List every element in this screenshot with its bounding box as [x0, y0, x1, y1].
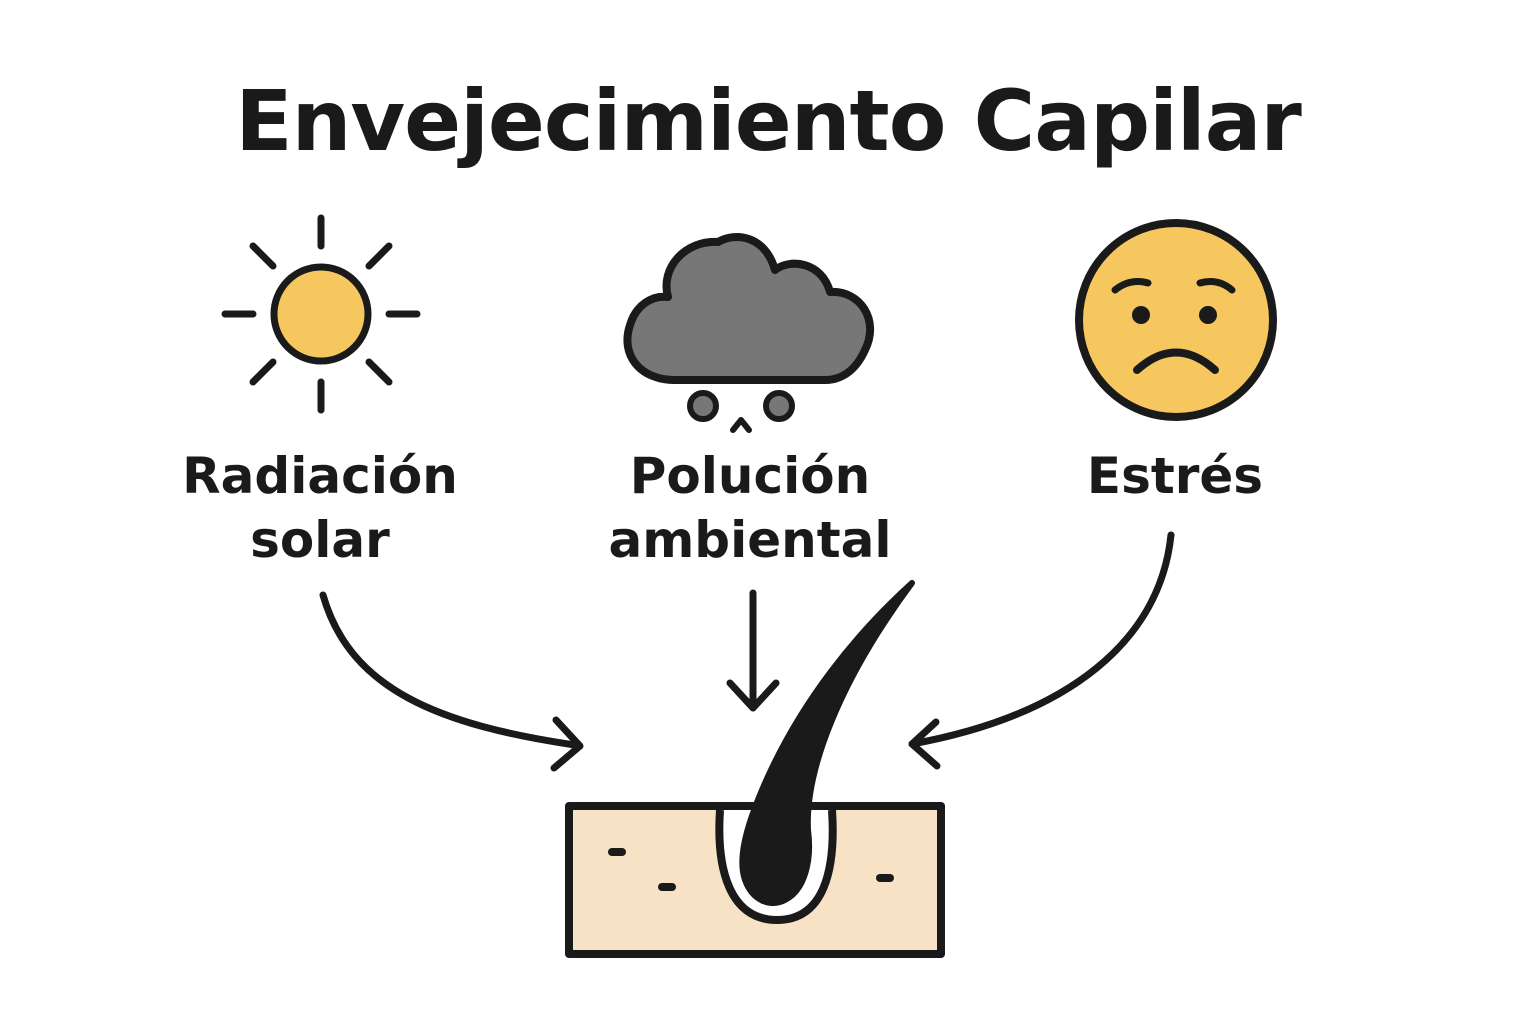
arrow-pollution	[726, 589, 780, 712]
sun-icon	[221, 214, 421, 414]
label-solar-line1: Radiación	[182, 447, 458, 505]
label-solar-line2: solar	[250, 511, 390, 569]
label-pollution: Polución ambiental	[590, 444, 910, 572]
label-pollution-line2: ambiental	[608, 511, 892, 569]
label-solar-radiation: Radiación solar	[170, 444, 470, 572]
label-stress-line1: Estrés	[1086, 447, 1264, 505]
cloud-pollution-icon	[623, 233, 874, 433]
arrow-stress	[908, 531, 1175, 770]
arrow-solar	[319, 591, 584, 772]
hair-follicle-icon	[565, 580, 945, 958]
page-title: Envejecimiento Capilar	[235, 72, 1302, 170]
sad-face-icon	[1075, 219, 1277, 421]
label-stress: Estrés	[1060, 444, 1290, 508]
label-pollution-line1: Polución	[629, 447, 871, 505]
